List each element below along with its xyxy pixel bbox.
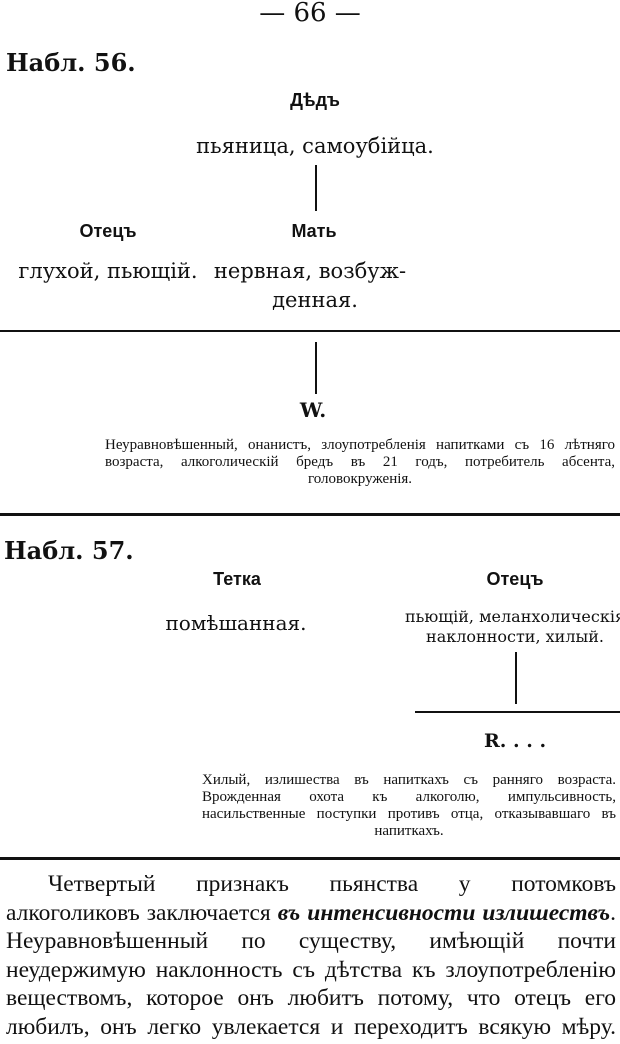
patient-w: W.: [299, 398, 327, 422]
father-desc-1: пьющій, меланхолическія: [404, 607, 620, 626]
mother-desc-2: денная.: [272, 288, 358, 312]
grandfather-label: Дѣдъ: [290, 90, 340, 110]
body-paragraph: Четвертый признакъ пьянства у потомковъ …: [6, 870, 616, 1044]
patient-r: R. . . .: [484, 730, 547, 752]
tree-line: [315, 165, 317, 211]
divider: [0, 513, 620, 516]
divider: [0, 330, 620, 332]
divider: [415, 711, 620, 713]
tree-line: [315, 342, 317, 394]
father-desc-2: наклонности, хилый.: [426, 627, 604, 646]
father-label: Отецъ: [486, 569, 544, 589]
father-label: Отецъ: [79, 221, 137, 241]
father-desc: глухой, пьющій.: [18, 259, 198, 283]
case-57-title: Набл. 57.: [4, 536, 134, 565]
divider: [0, 857, 620, 860]
tree-line: [515, 652, 517, 704]
mother-desc-1: нервная, возбуж-: [213, 259, 407, 283]
mother-label: Мать: [291, 221, 337, 241]
paragraph-emphasis: въ интенсивности излишествъ: [277, 899, 611, 926]
paragraph-text: . Неуравновѣшенный по существу, имѣющій …: [6, 899, 617, 1044]
grandfather-desc: пьяница, самоубійца.: [196, 134, 434, 158]
page-number: — 66 —: [259, 0, 361, 28]
patient-r-desc: Хилый, излишества въ напиткахъ съ ранняг…: [202, 772, 616, 839]
case-56-title: Набл. 56.: [6, 48, 136, 77]
paragraph-text: Четвертый признакъ пьянства у потомковъ …: [6, 871, 616, 926]
aunt-label: Тетка: [213, 569, 261, 589]
aunt-desc: помѣшанная.: [165, 611, 307, 635]
patient-w-desc: Неуравновѣшенный, онанистъ, злоупотребле…: [105, 437, 615, 487]
